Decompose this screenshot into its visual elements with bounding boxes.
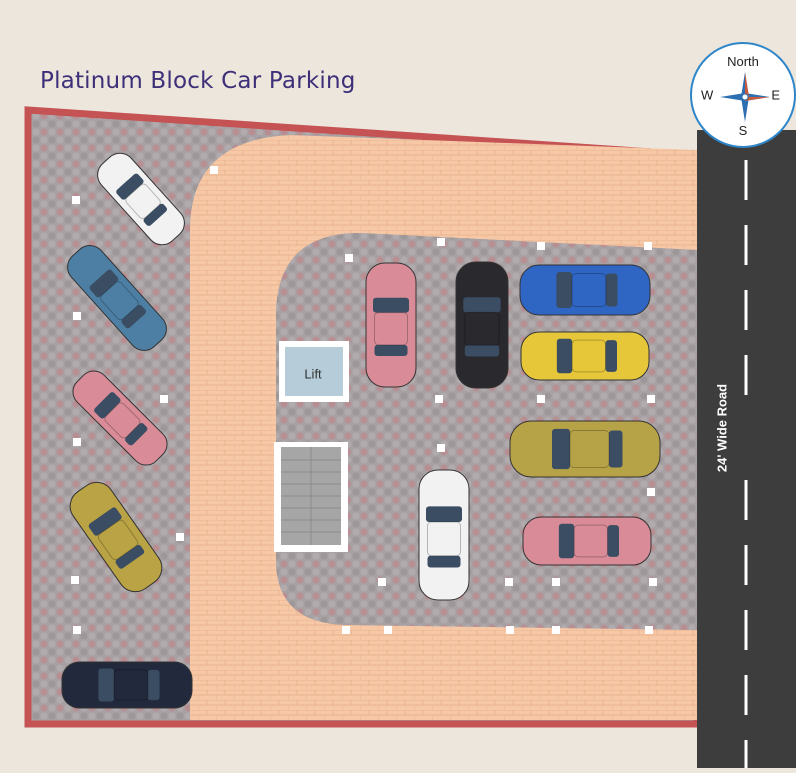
car-pink-2 bbox=[365, 262, 417, 388]
car-white-2 bbox=[418, 469, 470, 601]
car-olive-2 bbox=[509, 420, 661, 478]
compass-south-label: S bbox=[738, 123, 748, 138]
compass-west-label: W bbox=[701, 87, 714, 103]
driveway bbox=[190, 135, 697, 720]
car-grey-1 bbox=[67, 245, 167, 351]
lift-box bbox=[279, 341, 349, 402]
car-pink-1 bbox=[72, 370, 168, 466]
staircase bbox=[274, 442, 348, 552]
compass-north-label: North bbox=[727, 54, 759, 69]
car-pink-3 bbox=[522, 516, 652, 566]
cars bbox=[61, 152, 661, 709]
car-navy-1 bbox=[61, 661, 193, 709]
compass-east-label: E bbox=[771, 87, 780, 103]
car-yellow-1 bbox=[520, 331, 650, 381]
car-black-1 bbox=[455, 261, 509, 389]
road-label: 24' Wide Road bbox=[714, 383, 730, 473]
car-white-1 bbox=[97, 152, 185, 246]
car-blue-1 bbox=[519, 264, 651, 316]
page-title: Platinum Block Car Parking bbox=[40, 68, 356, 94]
lift-label: Lift bbox=[304, 366, 322, 382]
compass-rose-icon bbox=[720, 72, 770, 122]
bay-markers bbox=[71, 166, 657, 634]
car-olive-1 bbox=[69, 481, 163, 593]
compass: North W E S bbox=[690, 42, 796, 148]
